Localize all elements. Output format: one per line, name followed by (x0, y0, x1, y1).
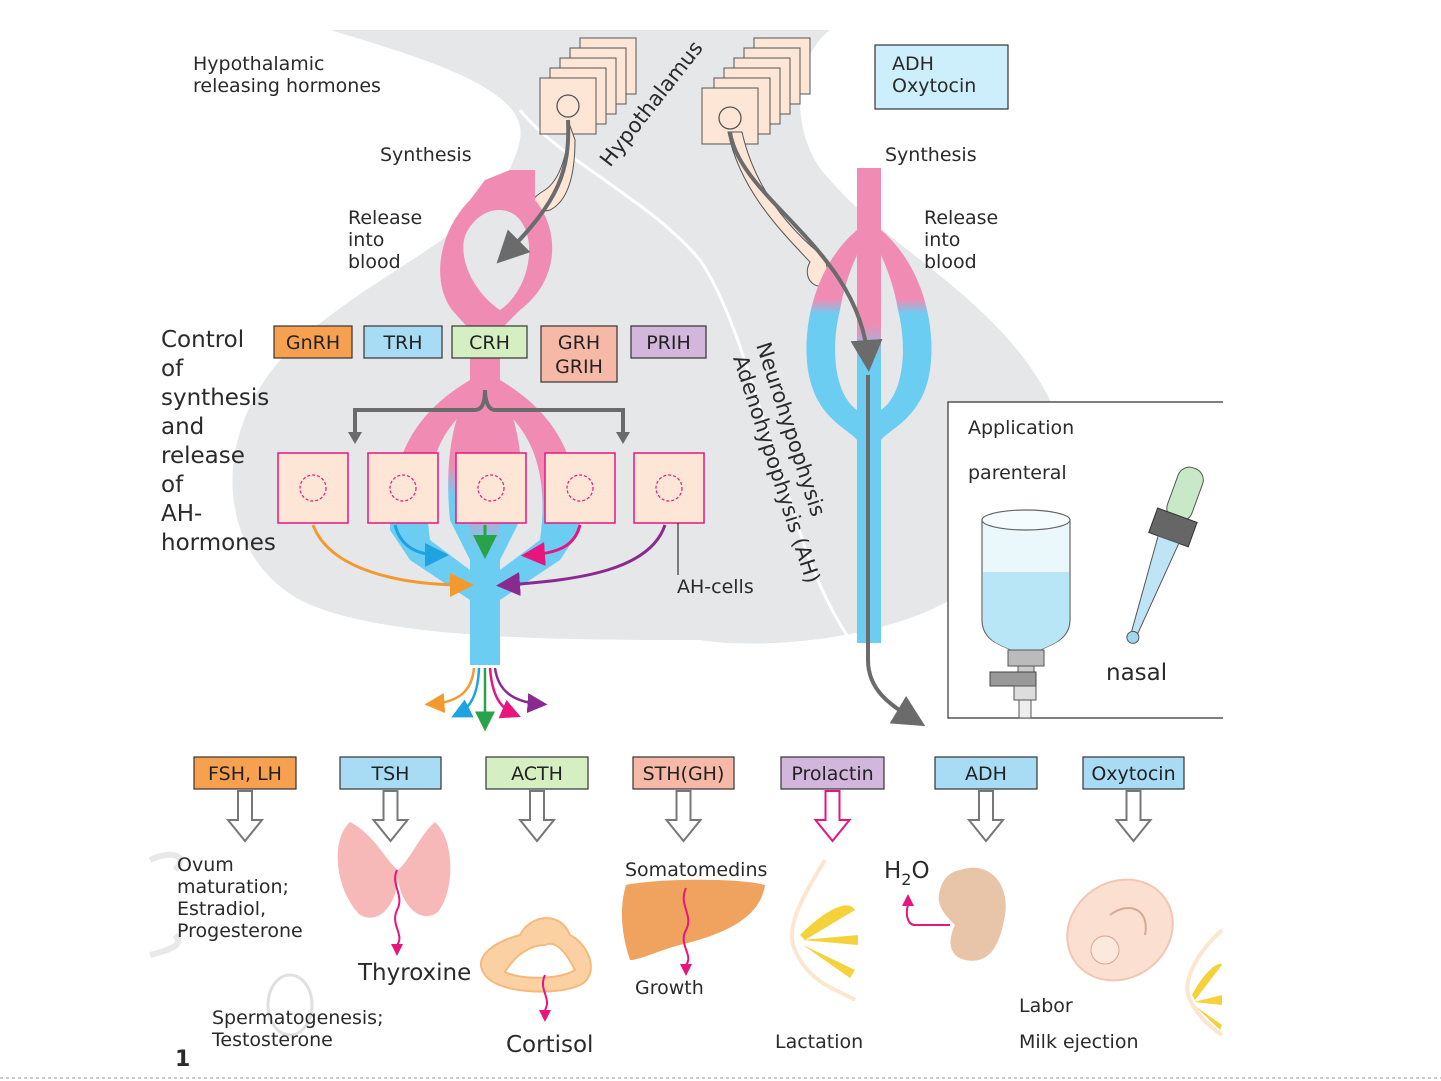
hormone-action-arrow (813, 790, 852, 843)
releasing-factor-label: CRH (469, 332, 510, 354)
hormone-box (193, 756, 297, 790)
hormone-action-arrow (225, 790, 265, 843)
hormone-action-arrow (371, 790, 410, 843)
testis-icon (266, 973, 314, 1037)
hormone-box (339, 756, 442, 790)
hypothalamic-neurons-right (701, 37, 831, 287)
hypothalamic-neurons-left (529, 37, 637, 212)
releasing-factor-box (363, 325, 443, 359)
hormone-box (632, 756, 735, 790)
application-title: Application (968, 417, 1074, 439)
releasing-factor-label: TRH (382, 332, 422, 354)
growth-label: Growth (635, 977, 704, 999)
ah-cell (455, 452, 527, 524)
output-arrow-blue (451, 667, 481, 718)
synthesis-right-label: Synthesis (885, 144, 977, 166)
ovary-icon (148, 851, 184, 958)
hormone-box (934, 756, 1038, 790)
ah-cells (277, 452, 705, 524)
nasal-label: nasal (1106, 660, 1167, 686)
releasing-factor-label: GnRH (286, 332, 340, 354)
control-text-line: of (161, 472, 184, 498)
gnrh-cell-arrow (311, 524, 474, 597)
breast-icon (789, 858, 858, 1002)
hormone-label: Oxytocin (1091, 763, 1175, 785)
thyroxine-label: Thyroxine (357, 960, 471, 986)
releasing-factor-box (273, 325, 353, 359)
lactation-label: Lactation (775, 1031, 863, 1053)
output-arrow-magenta (488, 667, 521, 719)
release-arrow-right (866, 375, 926, 727)
axon-arrow-right (728, 131, 883, 372)
release-left-label: Release into blood (348, 207, 428, 273)
control-text-line: synthesis (161, 385, 269, 411)
ovum-label: Ovum maturation; Estradiol, Progesterone (177, 854, 303, 942)
trh-cell-arrow (393, 524, 449, 567)
hormone-label: ACTH (511, 763, 563, 785)
adrenal-icon (480, 917, 592, 1022)
output-arrow-purple (493, 667, 548, 714)
figure-number: 1 (175, 1047, 190, 1072)
hormone-label: TSH (371, 763, 410, 785)
releasing-factor-box (451, 325, 528, 359)
ah-cell (544, 452, 616, 524)
parenteral-label: parenteral (968, 462, 1067, 484)
somatomedins-label: Somatomedins (625, 859, 767, 881)
ah-cell (277, 452, 349, 524)
hormone-action-arrow (966, 790, 1006, 843)
thyroid-icon (337, 822, 451, 956)
prih-cell-arrow (496, 524, 667, 596)
ah-cell (367, 452, 439, 524)
labor-label: Labor (1019, 995, 1073, 1017)
hormone-action-arrow (1114, 790, 1153, 843)
releasing-factor-box (540, 325, 618, 383)
hormone-box (1082, 756, 1185, 790)
h2o-label: H2O (884, 858, 930, 889)
kidney-icon (902, 867, 1006, 961)
hormone-label: ADH (965, 763, 1007, 785)
control-text-line: of (161, 356, 184, 382)
hormone-action-arrow (517, 790, 557, 843)
adh-oxytocin-box (874, 44, 1009, 110)
breast-oxytocin-icon (1185, 928, 1224, 1037)
synthesis-left-label: Synthesis (380, 144, 472, 166)
output-arrow-orange (424, 667, 476, 714)
cortisol-label: Cortisol (506, 1032, 593, 1058)
hormone-label: FSH, LH (208, 763, 282, 785)
control-text-line: and (161, 414, 204, 440)
grh-cell-arrow (521, 524, 582, 566)
axon-arrow-left (496, 119, 571, 264)
control-text-line: hormones (161, 530, 276, 556)
application-panel: Application parenteral nasal (947, 401, 1223, 719)
hormone-action-arrow (664, 790, 703, 843)
adh-oxytocin-label: ADH Oxytocin (892, 53, 976, 97)
milk-ejection-label: Milk ejection (1019, 1031, 1139, 1053)
control-bracket-arrow (353, 389, 625, 440)
ah-cell (633, 452, 705, 524)
ah-cells-label: AH-cells (677, 576, 754, 598)
infusion-bottle-icon (981, 509, 1071, 719)
uterus-fetus-icon (1066, 878, 1174, 982)
hormone-label: STH(GH) (643, 763, 725, 785)
control-text-line: Control (161, 327, 244, 353)
spermatogenesis-label: Spermatogenesis; Testosterone (211, 1007, 390, 1051)
releasing-factor-box (630, 325, 707, 359)
hypothalamic-releasing-label: Hypothalamic releasing hormones (193, 53, 381, 97)
liver-icon (621, 879, 765, 976)
nasal-dropper-icon (1126, 466, 1204, 644)
release-right-label: Release into blood (924, 207, 1004, 273)
hormone-box (780, 756, 885, 790)
control-text-line: release (161, 443, 245, 469)
hormone-box (485, 756, 589, 790)
control-text-line: AH- (161, 501, 202, 527)
releasing-factor-label: PRIH (646, 332, 691, 354)
hypothalamus-boundary-line (518, 109, 852, 641)
hormone-boxes: FSH, LH TSH ACTH STH(GH) Prolactin ADH Oxytoci… (193, 756, 1185, 843)
hormone-label: Prolactin (791, 763, 873, 785)
